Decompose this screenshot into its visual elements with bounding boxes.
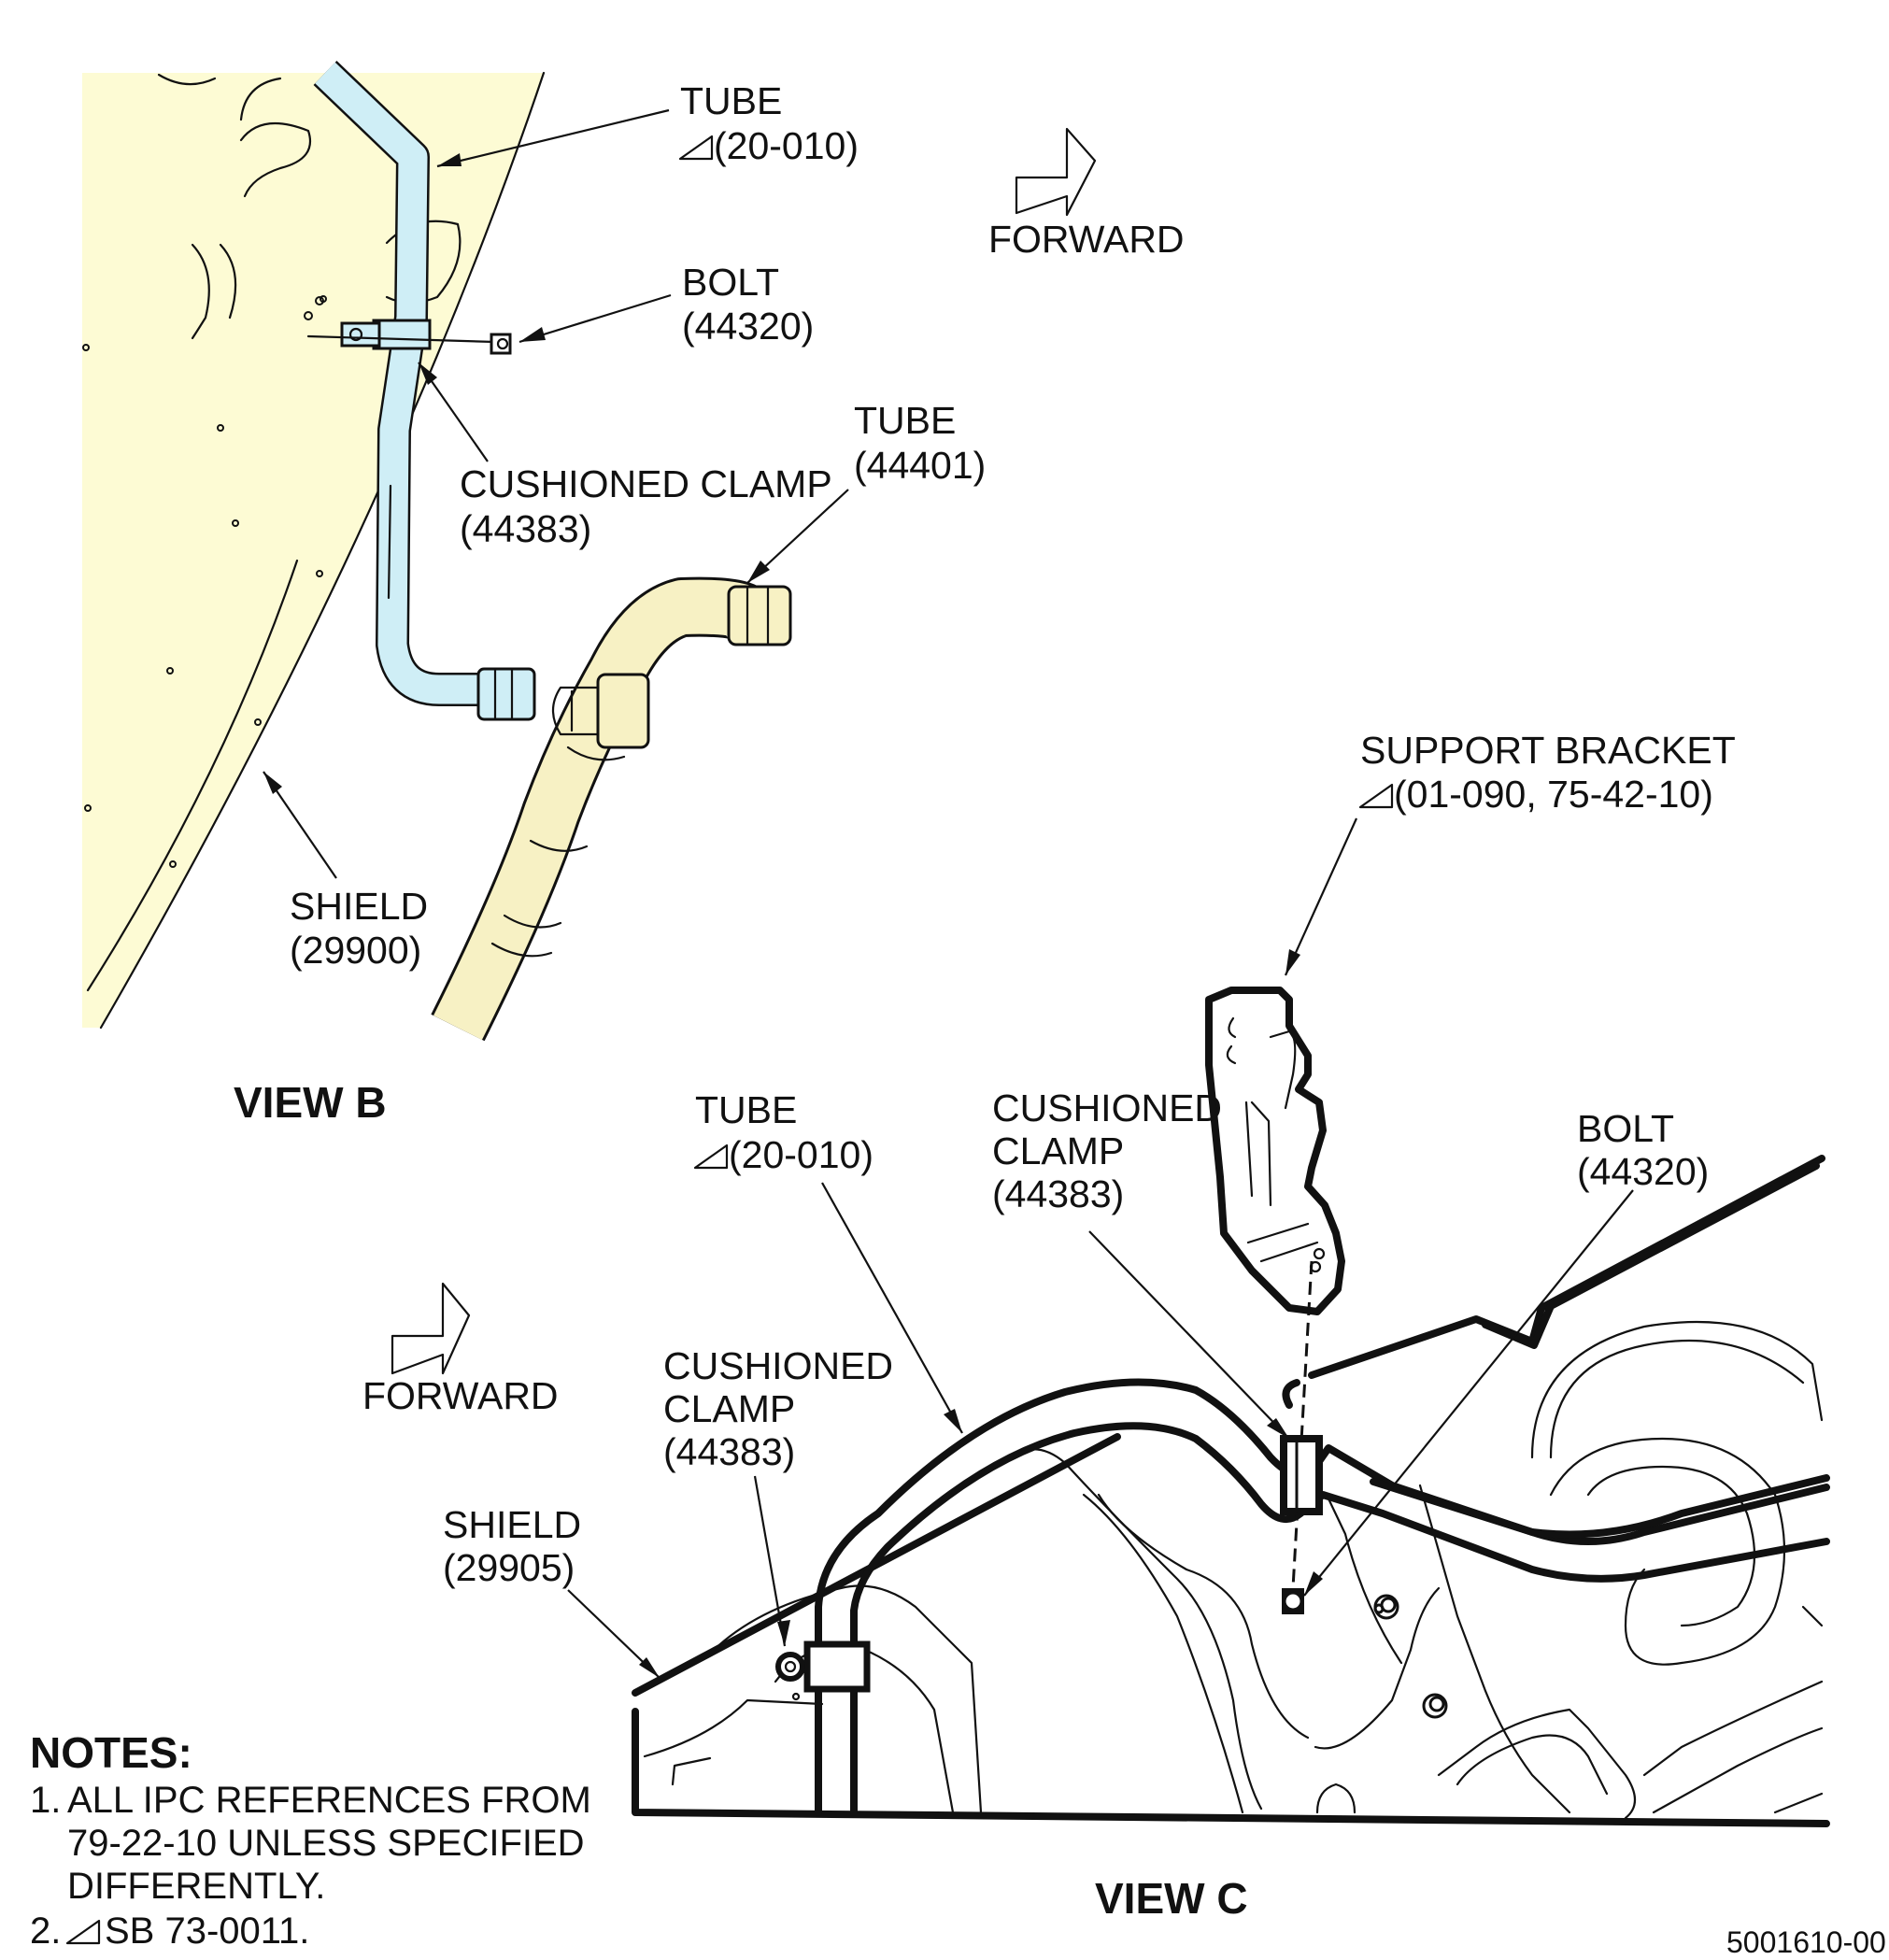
shield-29900-inner-curve xyxy=(86,559,299,992)
support-bracket-details xyxy=(1226,1016,1326,1273)
arrow-bolt-c xyxy=(1304,1571,1323,1596)
drawing-number: 5001610-00 xyxy=(1726,1925,1886,1959)
shield-detail xyxy=(219,243,237,320)
view-b-title: VIEW B xyxy=(234,1078,387,1127)
note-1-line-2: 79-22-10 UNLESS SPECIFIED xyxy=(67,1823,585,1864)
label-clamp-lower-l3: (44383) xyxy=(663,1430,795,1473)
leader-support-bracket xyxy=(1284,817,1358,976)
tube-end-fitting xyxy=(476,667,536,721)
arrow-clamp xyxy=(419,362,437,385)
leader-clamp-upper xyxy=(1088,1230,1290,1440)
hose-upper-fitting xyxy=(727,585,792,646)
tube-highlight xyxy=(387,484,392,600)
shield-29905-bosses xyxy=(1373,1594,1448,1719)
label-clamp-upper-l1: CUSHIONED xyxy=(992,1087,1222,1129)
leader-tube-top xyxy=(436,108,670,168)
label-forward-c: FORWARD xyxy=(362,1374,559,1417)
view-c: SUPPORT BRACKET (01-090, 75-42-10) TUBE … xyxy=(362,729,1830,1923)
arrow-clamp-upper xyxy=(1267,1418,1289,1439)
shield-detail xyxy=(157,73,217,86)
sb-flag-tube-c xyxy=(693,1143,729,1170)
tube-20-010-c-right-upper xyxy=(1370,1474,1830,1539)
shield-29900-panel xyxy=(82,73,544,1028)
label-clamp-b-name: CUSHIONED CLAMP xyxy=(460,462,832,505)
note-2-number: 2. xyxy=(30,1910,61,1952)
label-forward-b: FORWARD xyxy=(988,218,1185,261)
leader-clamp-lower xyxy=(753,1475,787,1647)
shield-29900-edge xyxy=(99,71,546,1030)
arrow-shield xyxy=(263,772,282,794)
label-clamp-lower-l1: CUSHIONED xyxy=(663,1344,893,1387)
label-shield-c-ref: (29905) xyxy=(443,1546,575,1589)
forward-arrow-c xyxy=(391,1282,471,1375)
leader-bolt-c xyxy=(1303,1189,1634,1597)
bolt-44320-c xyxy=(1282,1588,1304,1614)
label-tube-c-ref: (20-010) xyxy=(729,1133,873,1176)
label-support-bracket-ref: (01-090, 75-42-10) xyxy=(1394,773,1713,816)
shield-detail xyxy=(239,77,282,121)
sb-flag-support-bracket xyxy=(1358,783,1394,809)
label-tube-right-name: TUBE xyxy=(854,399,956,442)
label-tube-top-ref: (20-010) xyxy=(714,124,859,167)
label-clamp-lower-l2: CLAMP xyxy=(663,1387,795,1430)
label-support-bracket-name: SUPPORT BRACKET xyxy=(1360,729,1736,772)
arrow-bolt xyxy=(519,327,546,342)
label-shield-b-ref: (29900) xyxy=(290,929,421,972)
view-b: TUBE (20-010) FORWARD BOLT (44320) CUSHI… xyxy=(82,60,1185,1127)
shield-29905-outline xyxy=(632,1708,1830,1827)
view-c-title: VIEW C xyxy=(1095,1874,1248,1923)
leader-tube-c xyxy=(821,1182,963,1434)
bolt-axis-dashed xyxy=(1291,1260,1314,1589)
note-1-line-1: ALL IPC REFERENCES FROM xyxy=(67,1780,591,1821)
arrow-support-bracket xyxy=(1285,949,1300,975)
label-bolt-b-name: BOLT xyxy=(682,261,779,304)
shield-29905-back-edge xyxy=(1308,1155,1825,1379)
leader-bolt xyxy=(518,293,672,344)
bolt-44320-b xyxy=(490,333,512,355)
sb-flag-note-2 xyxy=(65,1919,101,1945)
label-clamp-upper-l3: (44383) xyxy=(992,1172,1124,1215)
arrow-clamp-lower xyxy=(777,1620,790,1646)
label-shield-b-name: SHIELD xyxy=(290,885,428,928)
shield-rivets xyxy=(82,295,327,868)
note-1-number: 1. xyxy=(30,1780,61,1821)
label-tube-top-name: TUBE xyxy=(680,79,782,122)
note-1-line-3: DIFFERENTLY. xyxy=(67,1866,325,1907)
shield-detail xyxy=(191,243,210,340)
sb-flag-tube-top xyxy=(678,135,714,161)
shield-29905-contours xyxy=(643,1320,1824,1820)
label-clamp-upper-l2: CLAMP xyxy=(992,1129,1124,1172)
support-bracket xyxy=(1205,987,1345,1315)
label-bolt-b-ref: (44320) xyxy=(682,305,814,348)
arrow-tube-c xyxy=(944,1409,962,1433)
note-2-text: SB 73-0011. xyxy=(105,1910,309,1952)
label-shield-c-name: SHIELD xyxy=(443,1503,581,1546)
notes-block: NOTES: 1. ALL IPC REFERENCES FROM 79-22-… xyxy=(30,1728,591,1952)
cushioned-clamp-44383-lower xyxy=(775,1640,871,1701)
notes-heading: NOTES: xyxy=(30,1728,192,1777)
label-bolt-c-name: BOLT xyxy=(1577,1107,1674,1150)
forward-arrow-b xyxy=(1015,127,1097,217)
shield-29905-step xyxy=(1482,1162,1820,1349)
shield-detail xyxy=(239,121,312,198)
arrow-shield-c xyxy=(639,1657,660,1678)
tube-20-010-c-inner xyxy=(850,1422,1830,1816)
cushioned-clamp-44383-upper xyxy=(1280,1379,1323,1515)
label-bolt-c-ref: (44320) xyxy=(1577,1150,1709,1193)
arrow-tube-right xyxy=(747,561,770,583)
cushioned-clamp-44383-b xyxy=(340,319,432,350)
label-tube-right-ref: (44401) xyxy=(854,444,986,487)
bolt-centerline xyxy=(306,334,497,344)
hose-lower-fitting xyxy=(551,673,650,749)
hose-bands xyxy=(490,746,626,958)
label-tube-c-name: TUBE xyxy=(695,1088,797,1131)
label-clamp-b-ref: (44383) xyxy=(460,507,591,550)
arrow-tube-top xyxy=(437,153,462,166)
